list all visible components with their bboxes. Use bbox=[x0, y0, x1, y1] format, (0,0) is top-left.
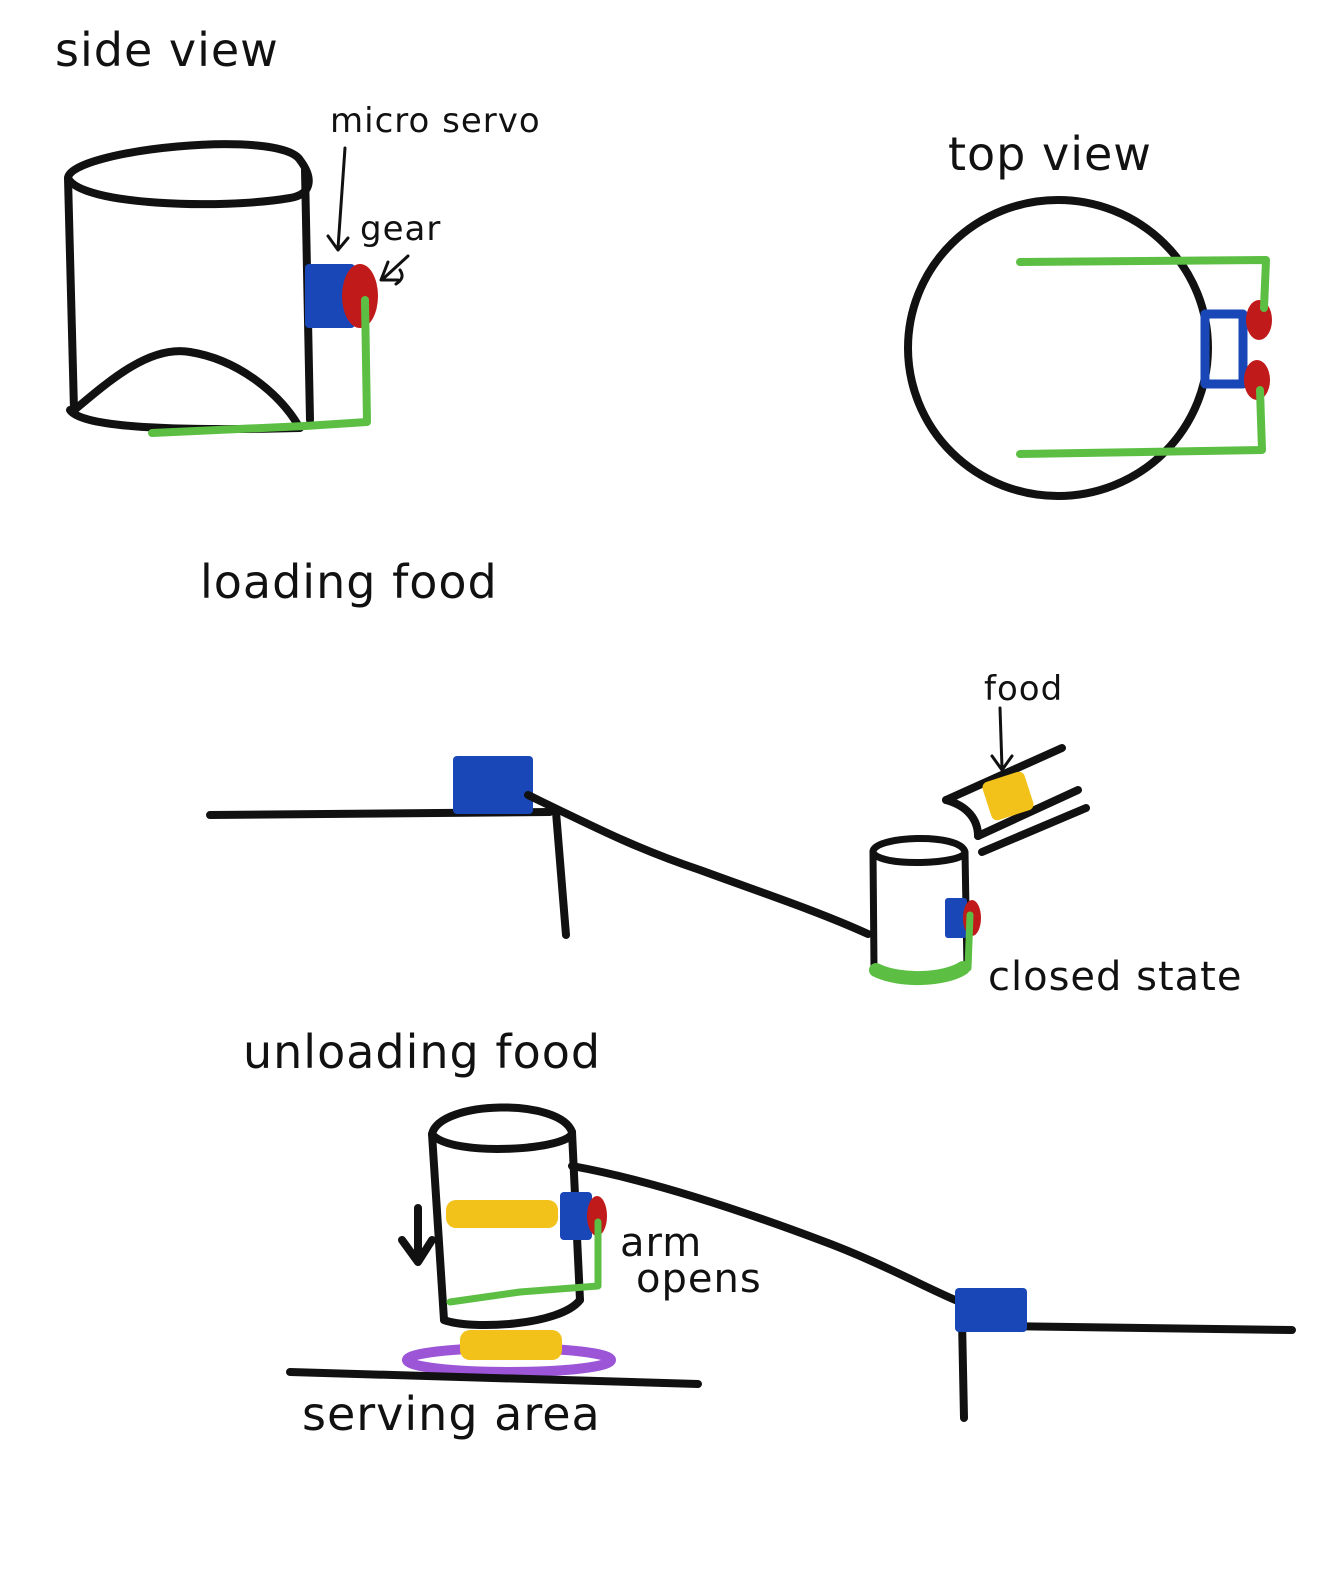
unloading-cup-left-wall bbox=[428, 1130, 448, 1324]
gear-label: gear bbox=[360, 209, 441, 249]
loading-cup-top bbox=[869, 835, 969, 867]
loading-food-group: loading food food closed state bbox=[200, 555, 1242, 1000]
food-chute-mouth bbox=[942, 796, 982, 840]
unloading-food-piece-falling bbox=[446, 1200, 558, 1228]
serving-area-label: serving area bbox=[302, 1387, 601, 1441]
gear-arrow bbox=[379, 254, 410, 286]
unloading-table-surface bbox=[996, 1322, 1296, 1334]
side-view-micro-servo bbox=[305, 264, 355, 328]
side-view-gear bbox=[342, 264, 378, 328]
loading-swing-arm bbox=[524, 791, 872, 938]
unloading-arm bbox=[446, 1218, 602, 1306]
side-view-group: side view micro servo gear bbox=[55, 23, 541, 437]
food-arrow bbox=[990, 706, 1014, 772]
loading-pivot-servo bbox=[453, 756, 533, 814]
unloading-food-title: unloading food bbox=[243, 1025, 601, 1079]
loading-cup-bottom bbox=[869, 961, 970, 985]
side-view-cylinder-top bbox=[64, 140, 313, 209]
unloading-swing-arm bbox=[568, 1162, 964, 1306]
unloading-servo bbox=[560, 1192, 592, 1240]
unloading-food-group: unloading food serving area arm opens bbox=[243, 1025, 1296, 1441]
top-view-group: top view bbox=[904, 127, 1272, 500]
top-view-micro-servo bbox=[1200, 309, 1248, 389]
loading-table-leg bbox=[552, 808, 570, 939]
food-label: food bbox=[984, 669, 1063, 709]
unloading-pivot-servo bbox=[955, 1288, 1027, 1332]
unloading-cup-top bbox=[428, 1103, 576, 1153]
top-view-arm-upper bbox=[1016, 256, 1270, 312]
serving-area-surface bbox=[286, 1368, 702, 1388]
top-view-title: top view bbox=[948, 127, 1152, 181]
arm-opens-label-line2: opens bbox=[636, 1256, 762, 1302]
loading-cup-left-wall bbox=[869, 848, 878, 972]
unloading-gear bbox=[587, 1196, 607, 1236]
unloading-table-leg bbox=[958, 1316, 968, 1422]
loading-cup-arm bbox=[964, 911, 974, 972]
served-food-piece bbox=[460, 1330, 562, 1360]
loading-cup-servo bbox=[945, 898, 967, 938]
micro-servo-label: micro servo bbox=[330, 101, 541, 141]
side-view-arm bbox=[148, 296, 371, 437]
food-piece-loading bbox=[982, 771, 1034, 821]
arm-opens-label-line1: arm bbox=[620, 1220, 702, 1266]
food-chute-middle bbox=[974, 786, 1082, 840]
food-chute-lower bbox=[978, 804, 1090, 856]
unloading-cup-lower-rim bbox=[440, 1296, 584, 1330]
top-view-arm-lower bbox=[1016, 386, 1266, 458]
unloading-down-arrow bbox=[398, 1204, 436, 1266]
closed-state-label: closed state bbox=[988, 954, 1242, 1000]
food-chute-upper bbox=[942, 744, 1066, 804]
side-view-opening-arch bbox=[68, 347, 302, 429]
micro-servo-arrow bbox=[326, 146, 350, 252]
side-view-cylinder-left-wall bbox=[64, 174, 78, 414]
top-view-gear-upper bbox=[1246, 300, 1272, 340]
loading-food-title: loading food bbox=[200, 555, 498, 609]
side-view-title: side view bbox=[55, 23, 279, 77]
